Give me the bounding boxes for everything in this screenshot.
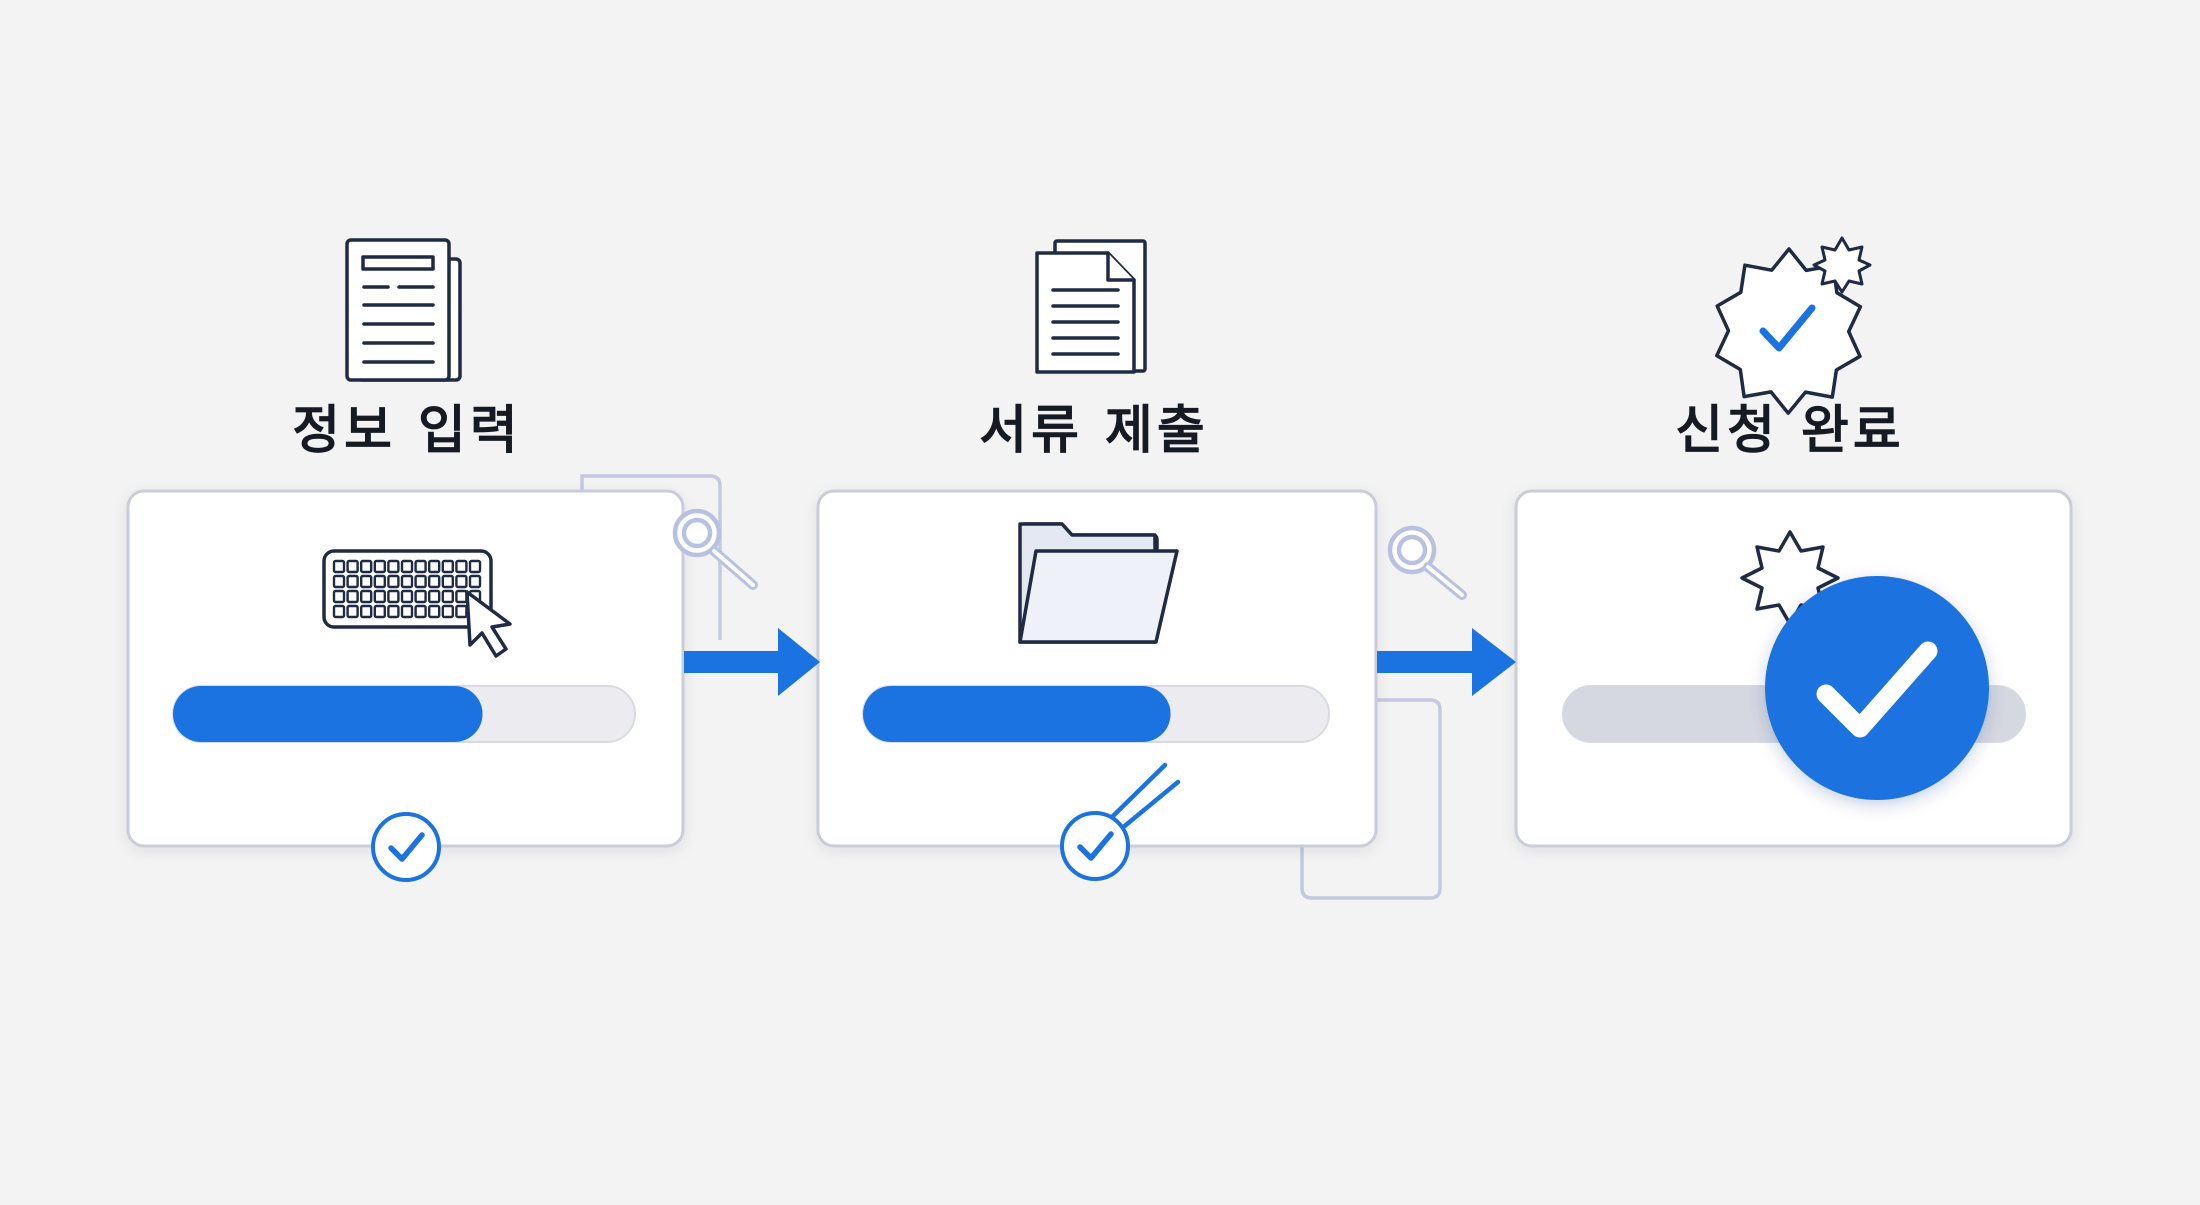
keyboard-key xyxy=(332,604,346,619)
keyboard-key xyxy=(387,589,400,604)
keyboard-key xyxy=(400,604,414,619)
keyboard-key xyxy=(441,574,454,589)
keyboard-key xyxy=(455,559,468,574)
keyboard-key xyxy=(441,604,454,619)
keyboard-key xyxy=(428,574,441,589)
keyboard-key xyxy=(468,559,482,574)
keyboard-key xyxy=(441,559,454,574)
keyboard-key xyxy=(346,604,359,619)
keyboard-key xyxy=(428,589,441,604)
check-circle-icon xyxy=(371,812,441,882)
keyboard-key xyxy=(346,574,359,589)
keyboard-key xyxy=(346,589,359,604)
keyboard-key xyxy=(468,574,482,589)
keyboard-key xyxy=(414,589,427,604)
stacked-documents-icon xyxy=(1035,239,1147,374)
form-document-icon xyxy=(345,238,462,382)
keyboard-key xyxy=(360,559,373,574)
keyboard-key xyxy=(373,574,386,589)
keyboard-key xyxy=(414,559,427,574)
step-1-card xyxy=(126,489,685,848)
arrow-step-2-to-3 xyxy=(1377,628,1516,696)
keyboard-key xyxy=(360,574,373,589)
keyboard-key xyxy=(332,589,346,604)
keyboard-key xyxy=(373,589,386,604)
keyboard-key xyxy=(346,559,359,574)
keyboard-key xyxy=(455,574,468,589)
decorative-connector-lines xyxy=(580,474,1442,900)
keyboard-key xyxy=(414,574,427,589)
arrow-step-1-to-2 xyxy=(684,628,820,696)
completed-check-circle-icon xyxy=(1765,576,1989,800)
magnifier-icon xyxy=(1387,525,1467,600)
keyboard-key xyxy=(360,589,373,604)
keyboard-key xyxy=(332,574,346,589)
keyboard-key xyxy=(360,604,373,619)
check-circle-icon xyxy=(1060,762,1181,881)
keyboard-key xyxy=(373,604,386,619)
magnifier-icon xyxy=(672,508,758,590)
keyboard-key xyxy=(373,559,386,574)
step-1-progress-fill xyxy=(173,686,483,742)
step-1-title: 정보 입력 xyxy=(292,401,522,461)
keyboard-key xyxy=(400,589,414,604)
step-2-title: 서류 제출 xyxy=(979,401,1209,461)
keyboard-key xyxy=(332,559,346,574)
open-folder-icon xyxy=(1018,522,1179,644)
keyboard-key xyxy=(428,559,441,574)
keyboard-key xyxy=(400,574,414,589)
keyboard-key xyxy=(414,604,427,619)
keyboard-key xyxy=(441,589,454,604)
keyboard-key xyxy=(387,559,400,574)
verified-badge-icon xyxy=(1715,236,1872,415)
keyboard-key xyxy=(428,604,441,619)
keyboard-with-cursor-icon xyxy=(322,549,512,658)
keyboard-key xyxy=(387,604,400,619)
keyboard-key xyxy=(387,574,400,589)
step-2-progress-fill xyxy=(863,686,1171,742)
keyboard-key xyxy=(400,559,414,574)
step-3-title: 신청 완료 xyxy=(1675,401,1905,461)
